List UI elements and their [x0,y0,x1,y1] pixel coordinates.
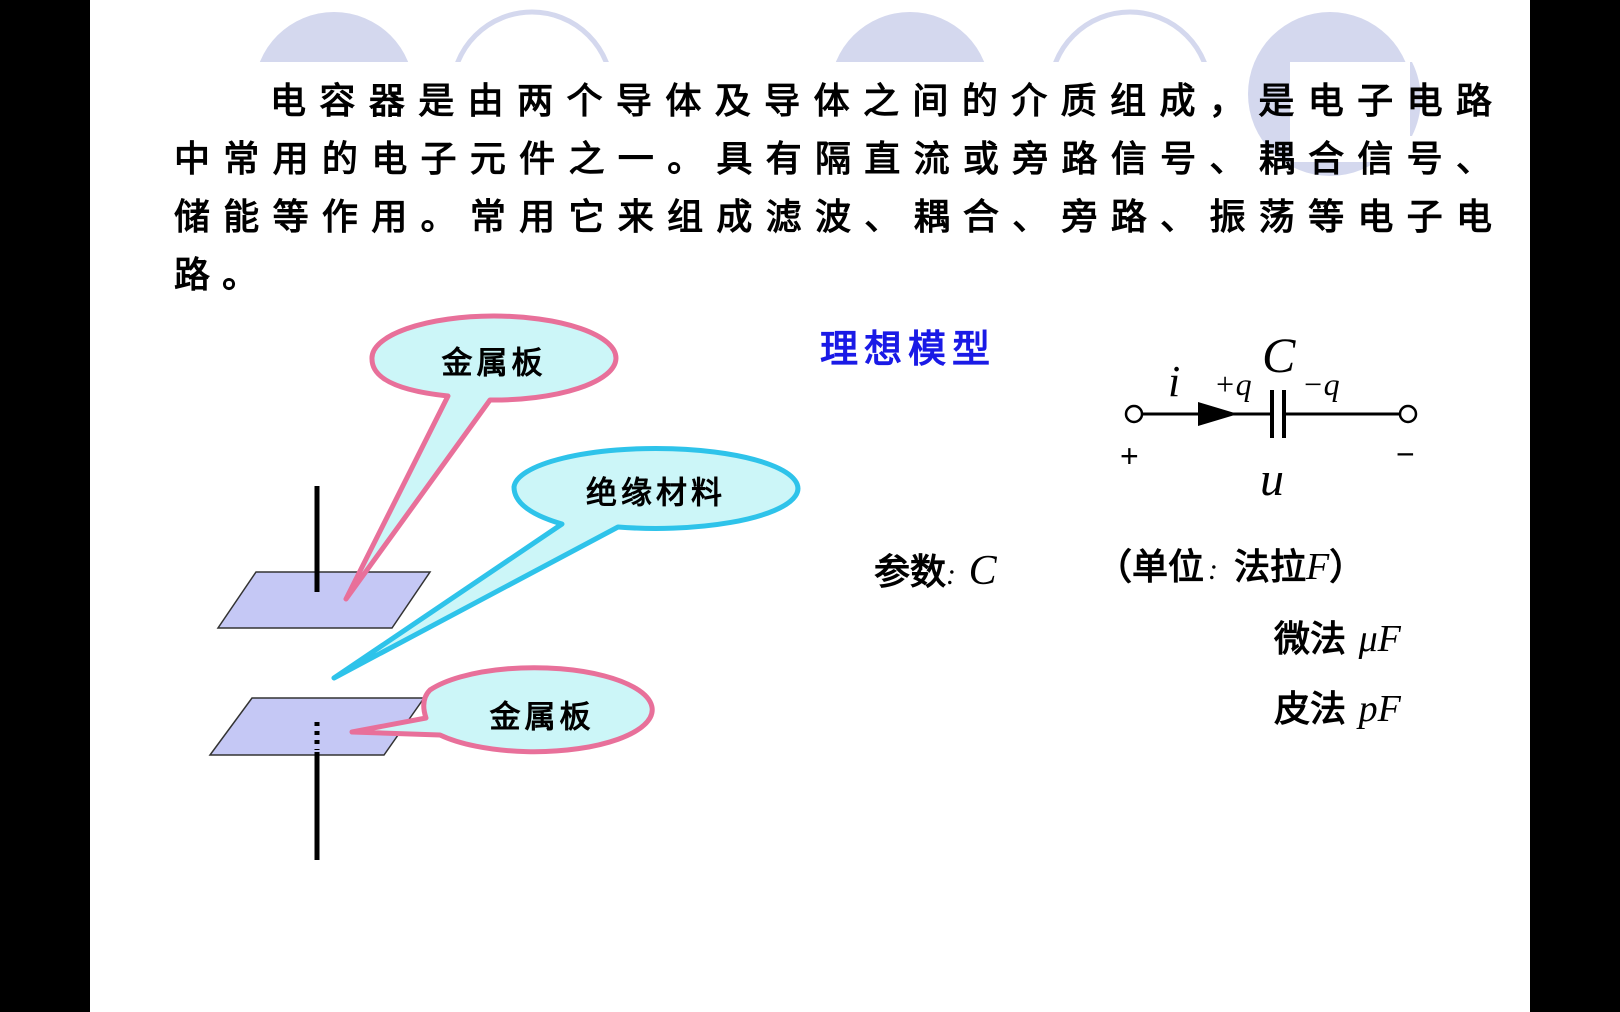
parameter-colon: : [946,558,957,591]
unit-open: （单位 [1096,546,1205,588]
micro-farad-line: 微法 μF [1274,620,1401,658]
deco-circle [259,12,409,62]
pico-farad-line: 皮法 pF [1274,690,1401,728]
callout-middle-bubble [331,445,801,681]
capacitor-circuit-symbol [1124,390,1418,438]
parameter-line: 参数: C [874,550,997,592]
ideal-model-title: 理想模型 [820,326,997,371]
callout-middle-label: 绝缘材料 [586,475,726,512]
callout-top-label: 金属板 [441,345,547,382]
deco-circle-outline [1053,9,1207,62]
slide: 电容器是由两个导体及导体之间的介质组成，是电子电路中常用的电子元件之一。具有隔直… [90,0,1530,1012]
intro-paragraph: 电容器是由两个导体及导体之间的介质组成，是电子电路中常用的电子元件之一。具有隔直… [174,80,1504,296]
unit-line: （单位: 法拉F） [1096,548,1365,586]
capacitor-symbol: C [1262,327,1296,383]
voltage-symbol: u [1260,453,1284,506]
callout-top-bubble [343,313,619,602]
right-terminal [1398,404,1418,424]
micro-farad-name: 微法 [1274,618,1347,660]
deco-circle-outline [455,9,609,62]
plus-charge: +q [1214,366,1252,402]
pico-farad-symbol: pF [1358,688,1401,730]
unit-colon: : [1208,553,1219,586]
left-terminal [1124,404,1144,424]
parameter-label: 参数 [874,551,947,593]
capacitor-structure-diagram [208,313,801,860]
top-plate [216,571,432,629]
decorative-circles [259,9,1421,176]
callout-bottom-bubble [349,665,655,755]
unit-farad-symbol: F [1306,546,1330,588]
parameter-symbol: C [968,548,997,594]
deco-circle [835,12,985,62]
minus-terminal-sign: − [1396,436,1415,472]
unit-close: ） [1329,546,1366,588]
pico-farad-name: 皮法 [1274,688,1347,730]
plus-terminal-sign: + [1120,438,1139,474]
callout-bottom-label: 金属板 [489,699,595,736]
unit-farad-name: 法拉 [1234,546,1307,588]
minus-charge: −q [1302,366,1340,402]
micro-farad-symbol: μF [1358,618,1401,660]
current-arrow-icon [1198,402,1238,426]
current-symbol: i [1168,357,1181,406]
